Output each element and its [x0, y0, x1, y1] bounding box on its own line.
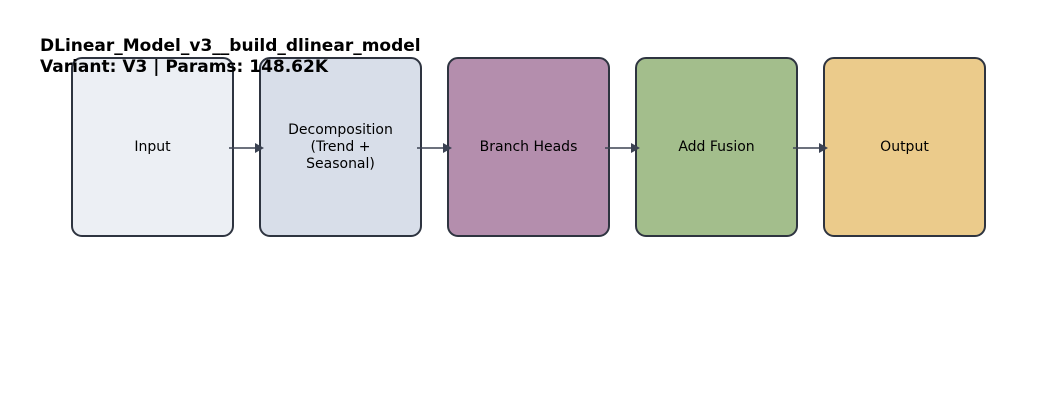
- node-input: Input: [71, 57, 234, 237]
- node-branch-heads: Branch Heads: [447, 57, 610, 237]
- title-line-model: DLinear_Model_v3__build_dlinear_model: [40, 36, 421, 56]
- node-output: Output: [823, 57, 986, 237]
- title-line-variant: Variant: V3 | Params: 148.62K: [40, 57, 329, 77]
- node-add-fusion: Add Fusion: [635, 57, 798, 237]
- node-decomposition: Decomposition (Trend + Seasonal): [259, 57, 422, 237]
- diagram-title: DLinear_Model_v3__build_dlinear_model Va…: [40, 36, 421, 78]
